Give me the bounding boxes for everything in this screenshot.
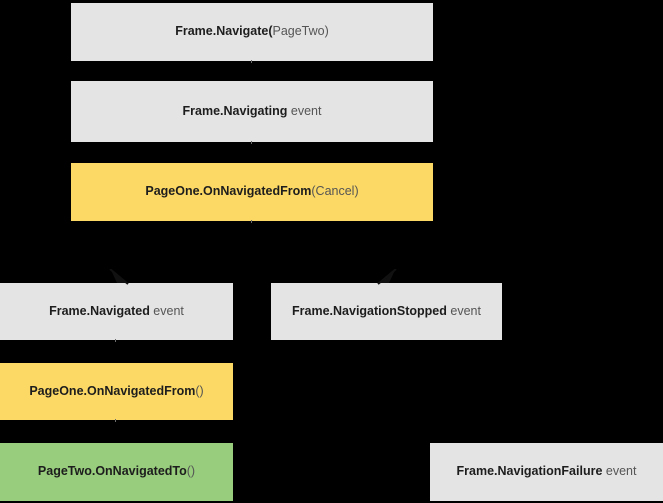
connector-stub [251,220,252,223]
node-frame-navigated-event[interactable]: Frame.Navigated event [0,283,233,340]
node-pagetwo-onnavigatedto[interactable]: PageTwo.OnNavigatedTo() [0,443,233,501]
node-frame-navigationfailure-event-label: Frame.NavigationFailure event [456,464,637,479]
connector-stub [115,339,116,342]
node-pageone-onnavigatedfrom-label: PageOne.OnNavigatedFrom() [29,383,204,398]
node-pageone-onnavigatedfrom[interactable]: PageOne.OnNavigatedFrom() [0,363,233,420]
node-pageone-onnavigatedfrom-cancel-label: PageOne.OnNavigatedFrom(Cancel) [145,184,359,199]
node-frame-navigating-event-label: Frame.Navigating event [182,103,322,118]
node-frame-navigate[interactable]: Frame.Navigate(PageTwo) [71,3,433,61]
node-frame-navigationstopped-event-label: Frame.NavigationStopped event [292,303,481,318]
node-pagetwo-onnavigatedto-label: PageTwo.OnNavigatedTo() [37,464,196,479]
node-frame-navigating-event[interactable]: Frame.Navigating event [71,81,433,142]
connector-stub [251,60,252,63]
node-frame-navigationfailure-event[interactable]: Frame.NavigationFailure event [430,443,663,501]
connector-stub [251,141,252,144]
node-frame-navigated-event-label: Frame.Navigated event [49,303,184,318]
node-pageone-onnavigatedfrom-cancel[interactable]: PageOne.OnNavigatedFrom(Cancel) [71,163,433,221]
node-frame-navigationstopped-event[interactable]: Frame.NavigationStopped event [271,283,502,340]
node-frame-navigate-label: Frame.Navigate(PageTwo) [175,24,329,39]
connector-stub [115,419,116,422]
